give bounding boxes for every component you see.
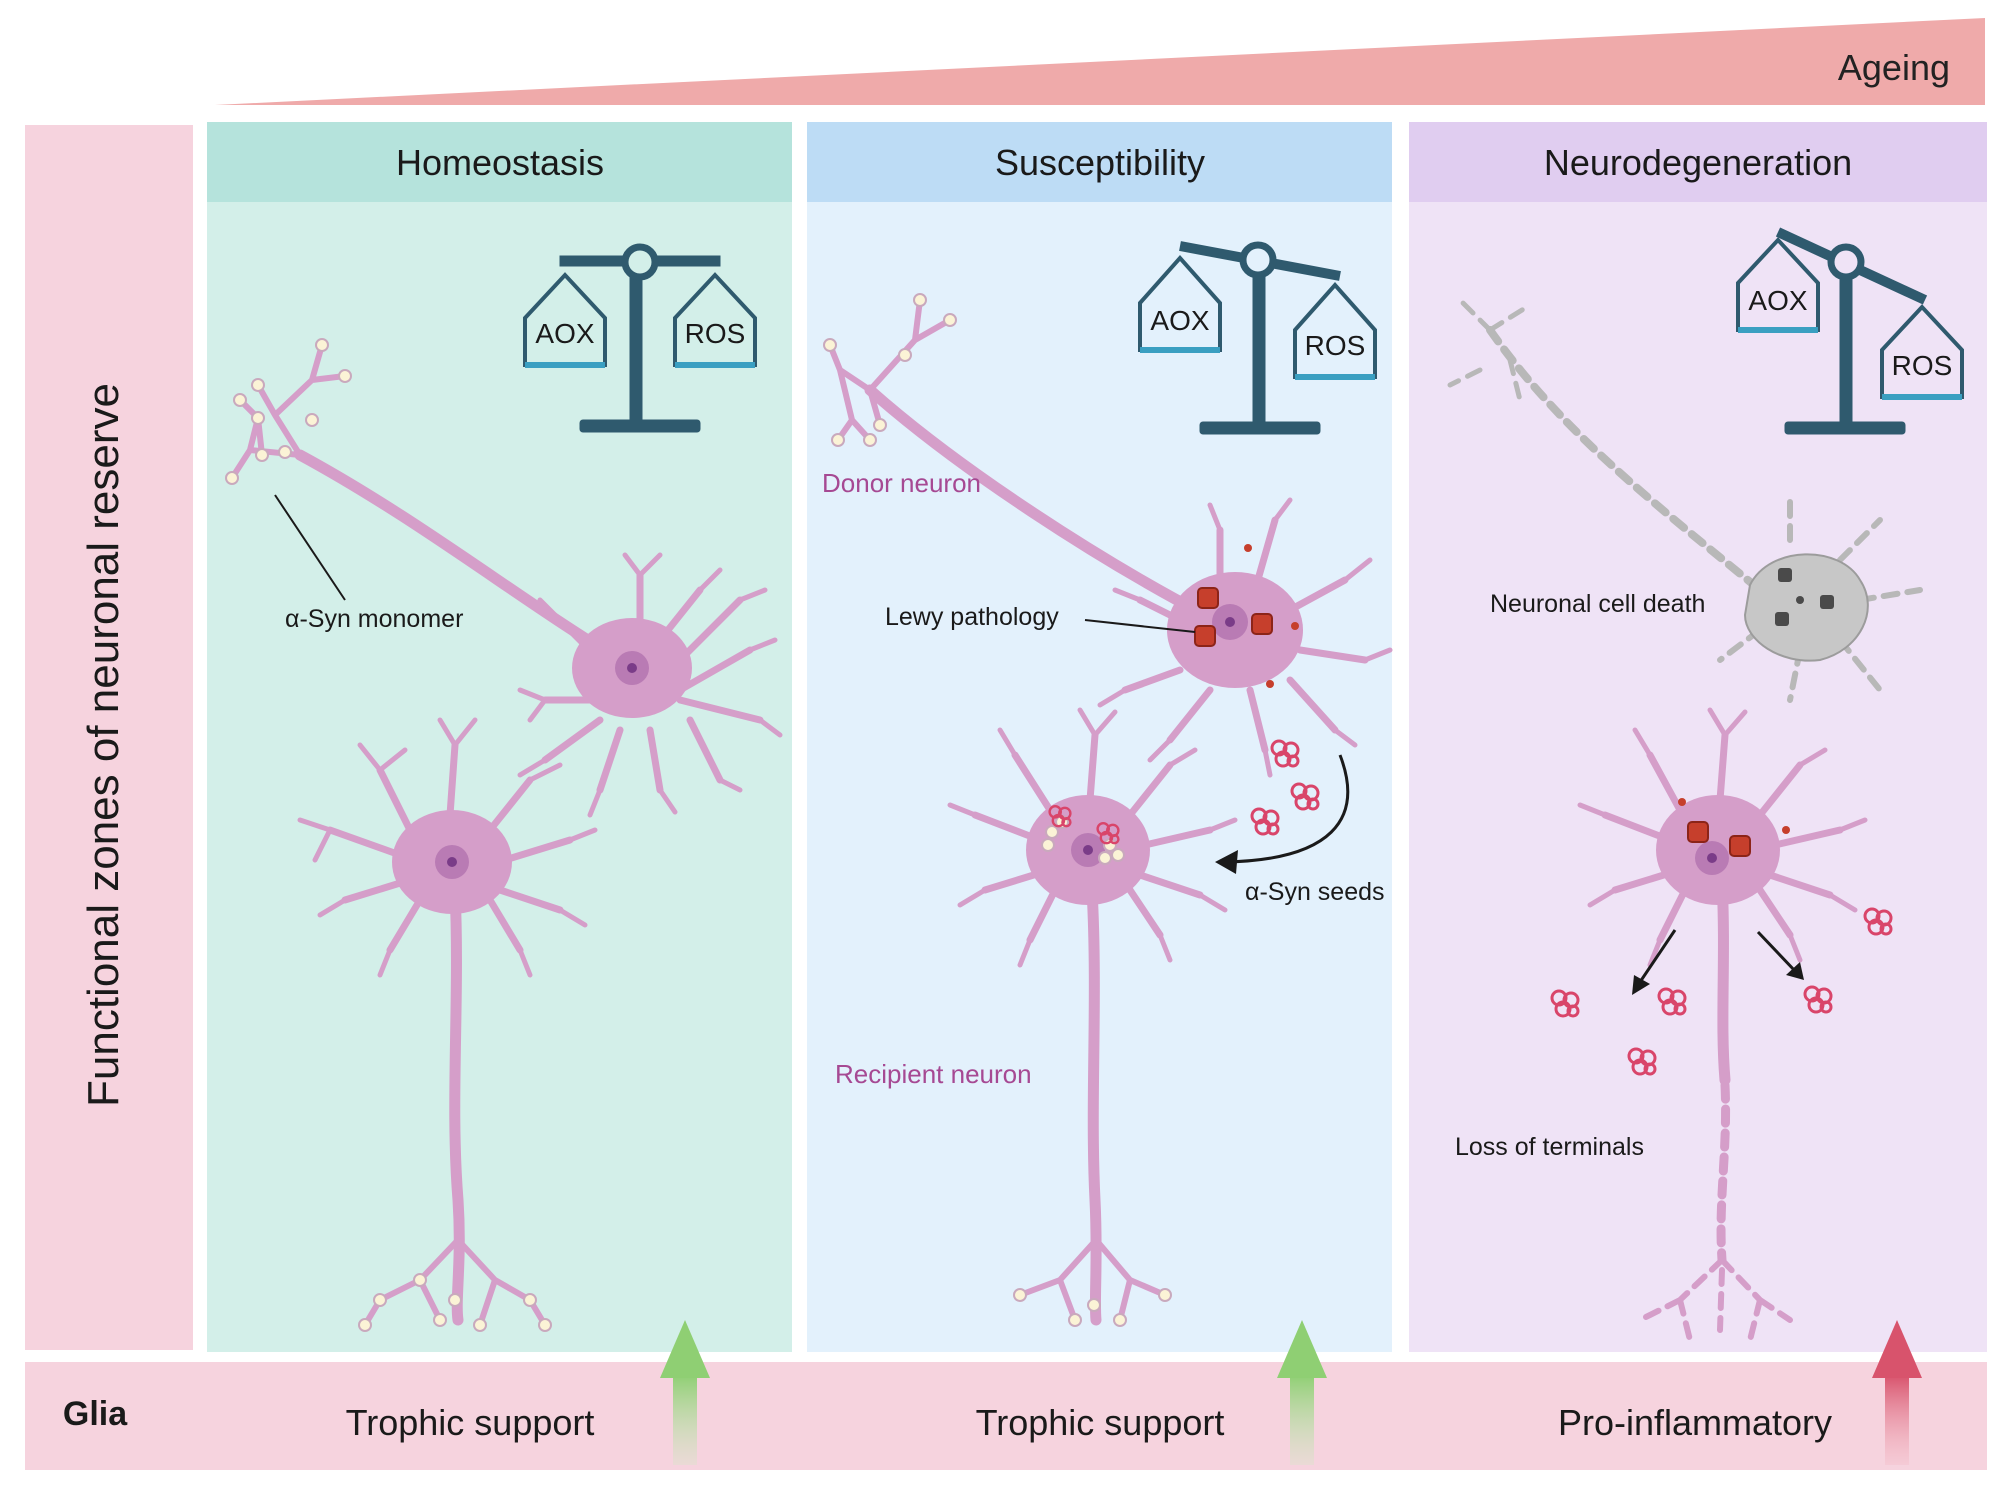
support-arrow-homeostasis bbox=[660, 1320, 710, 1465]
neuron-upper-homeostasis-nucleolus bbox=[627, 663, 637, 673]
balance-scale-susceptibility bbox=[1138, 241, 1377, 435]
release-arrowhead-right bbox=[1786, 962, 1804, 980]
ageing-label: Ageing bbox=[1838, 47, 1950, 88]
syn-monomer-dots-recipient bbox=[1013, 815, 1172, 1327]
side-label: Functional zones of neuronal reserve bbox=[79, 383, 128, 1107]
panel-title-neurodegeneration: Neurodegeneration bbox=[1544, 142, 1852, 183]
neuron-donor-susceptibility bbox=[827, 297, 1393, 778]
neuron-lower-homeostasis-nucleolus bbox=[447, 857, 457, 867]
neuron-upper-homeostasis bbox=[229, 342, 783, 818]
release-arrowhead-left bbox=[1632, 975, 1650, 995]
panel-header-homeostasis bbox=[207, 122, 792, 202]
annotation-recipient-neuron: Recipient neuron bbox=[835, 1059, 1032, 1089]
panel-header-neurodegeneration bbox=[1409, 122, 1987, 202]
scale-homeostasis-ros: ROS bbox=[685, 318, 746, 349]
annotation-loss-of-terminals: Loss of terminals bbox=[1455, 1133, 1644, 1161]
neuron-recipient-nucleolus bbox=[1083, 845, 1093, 855]
ageing-wedge bbox=[215, 18, 1985, 105]
balance-scale-neurodegeneration bbox=[1736, 227, 1964, 435]
neuron-lower-homeostasis bbox=[297, 717, 598, 1328]
side-band bbox=[25, 125, 193, 1350]
annotation-syn-monomer: α-Syn monomer bbox=[285, 605, 463, 633]
seeds-transfer-arrowhead bbox=[1215, 850, 1238, 874]
neuron-degenerating-nucleolus bbox=[1707, 853, 1717, 863]
syn-monomer-dots bbox=[225, 338, 552, 1332]
panel-neurodegeneration bbox=[1409, 122, 1987, 1352]
scale-homeostasis-aox: AOX bbox=[535, 318, 594, 349]
neuron-degenerating-neurodegeneration bbox=[1577, 707, 1868, 1086]
neuron-recipient-susceptibility bbox=[947, 707, 1238, 1326]
monomer-pointer bbox=[274, 494, 346, 601]
glia-homeostasis-label: Trophic support bbox=[346, 1402, 595, 1443]
glia-label: Glia bbox=[63, 1395, 128, 1433]
annotation-donor-neuron: Donor neuron bbox=[822, 468, 981, 498]
support-arrow-susceptibility bbox=[1277, 1320, 1327, 1465]
glia-neurodegeneration-label: Pro-inflammatory bbox=[1558, 1402, 1832, 1443]
lewy-bodies-degenerating bbox=[1687, 821, 1751, 857]
lewy-dots-degenerating bbox=[1678, 798, 1790, 834]
panel-header-susceptibility bbox=[807, 122, 1392, 202]
panel-title-homeostasis: Homeostasis bbox=[396, 142, 604, 183]
annotation-lewy-pathology: Lewy pathology bbox=[885, 603, 1059, 631]
axon-fragments-neurodegeneration bbox=[1637, 1080, 1793, 1343]
scale-susceptibility-ros: ROS bbox=[1305, 330, 1366, 361]
scale-neurodegeneration-aox: AOX bbox=[1748, 285, 1807, 316]
scale-susceptibility-aox: AOX bbox=[1150, 305, 1209, 336]
scale-neurodegeneration-ros: ROS bbox=[1892, 350, 1953, 381]
lewy-pointer bbox=[1084, 619, 1196, 633]
glia-band bbox=[25, 1362, 1987, 1470]
panel-title-susceptibility: Susceptibility bbox=[995, 142, 1205, 183]
glia-susceptibility-label: Trophic support bbox=[976, 1402, 1225, 1443]
panel-susceptibility bbox=[807, 122, 1392, 1352]
lewy-dots-donor bbox=[1244, 544, 1299, 688]
annotation-neuronal-cell-death: Neuronal cell death bbox=[1490, 590, 1705, 618]
neuron-dead-neurodegeneration bbox=[1447, 297, 1923, 703]
seeds-transfer-arrow bbox=[1224, 754, 1350, 864]
inflammatory-arrow-neurodegeneration bbox=[1872, 1320, 1922, 1465]
dead-neuron-inclusions bbox=[1775, 568, 1834, 626]
neuron-donor-nucleolus bbox=[1225, 617, 1235, 627]
balance-scale-homeostasis bbox=[523, 243, 757, 433]
release-arrows bbox=[1636, 929, 1798, 986]
syn-monomer-dots-donor bbox=[823, 293, 957, 447]
lewy-bodies-donor bbox=[1194, 587, 1273, 647]
annotation-syn-seeds: α-Syn seeds bbox=[1245, 878, 1385, 906]
neuron-dead-soma bbox=[1743, 553, 1869, 662]
